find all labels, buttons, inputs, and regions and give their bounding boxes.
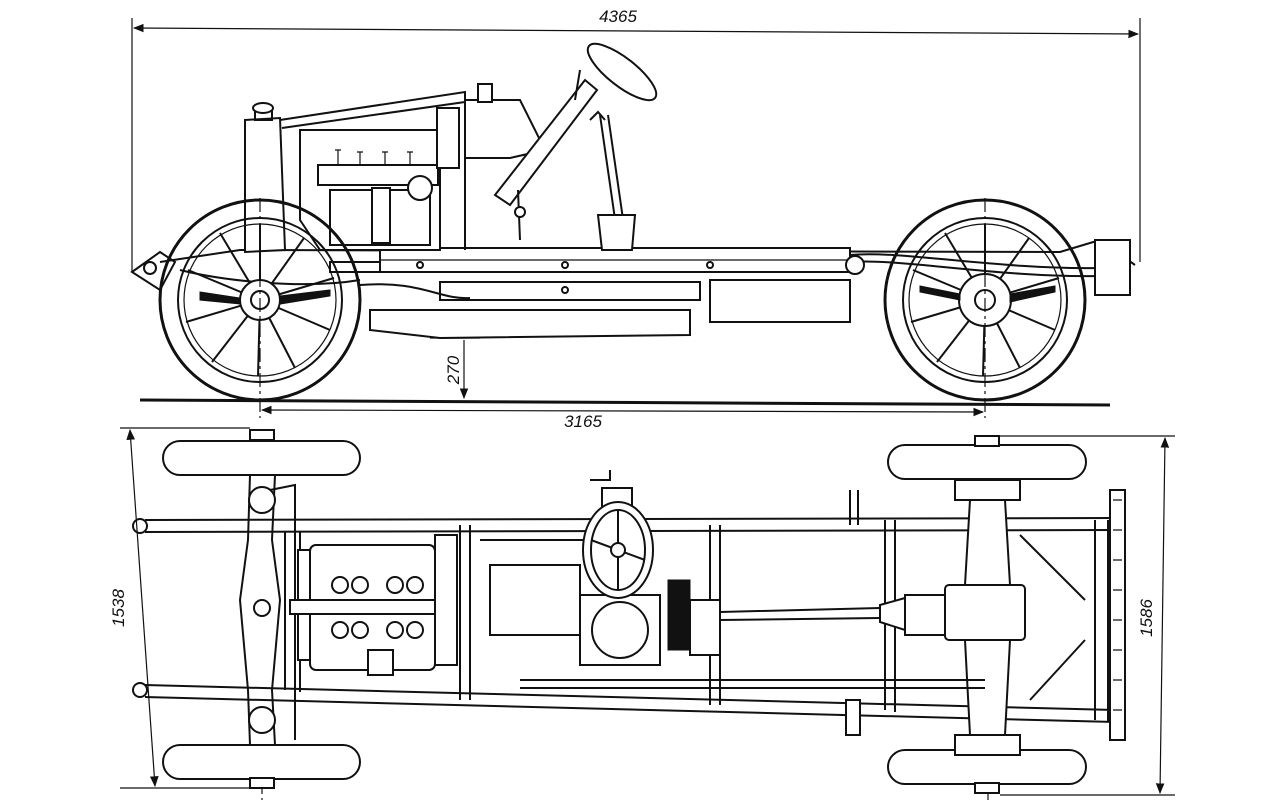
front-axle [238,474,296,746]
rear-track-label: 1586 [1137,599,1156,637]
dimension-rear-track: 1586 [1000,435,1175,796]
ground-line [139,398,1111,407]
flywheel-top [667,579,721,656]
brake-rods [520,490,985,736]
ground-clearance-label: 270 [444,355,463,385]
side-frame [130,238,1136,340]
dimension-wheelbase: 3165 [260,405,985,431]
steering-column [493,42,658,251]
rear-wheels-top [887,435,1087,794]
front-track-label: 1538 [109,589,128,627]
engine-top [289,534,458,676]
wheelbase-label: 3165 [564,412,602,431]
overall-length-label: 4365 [599,7,637,26]
gearbox-top [480,470,661,666]
engine [244,83,547,254]
top-view: 1538 1586 [109,427,1175,800]
drive-shaft [719,479,1026,756]
dimension-front-track: 1538 [109,427,250,789]
dimension-ground-clearance: 270 [430,337,480,400]
side-view: 4365 3165 270 [130,7,1141,431]
front-wheels-top [162,429,361,789]
steering-wheel-top [582,501,654,599]
dimension-overall-length: 4365 [131,7,1141,272]
